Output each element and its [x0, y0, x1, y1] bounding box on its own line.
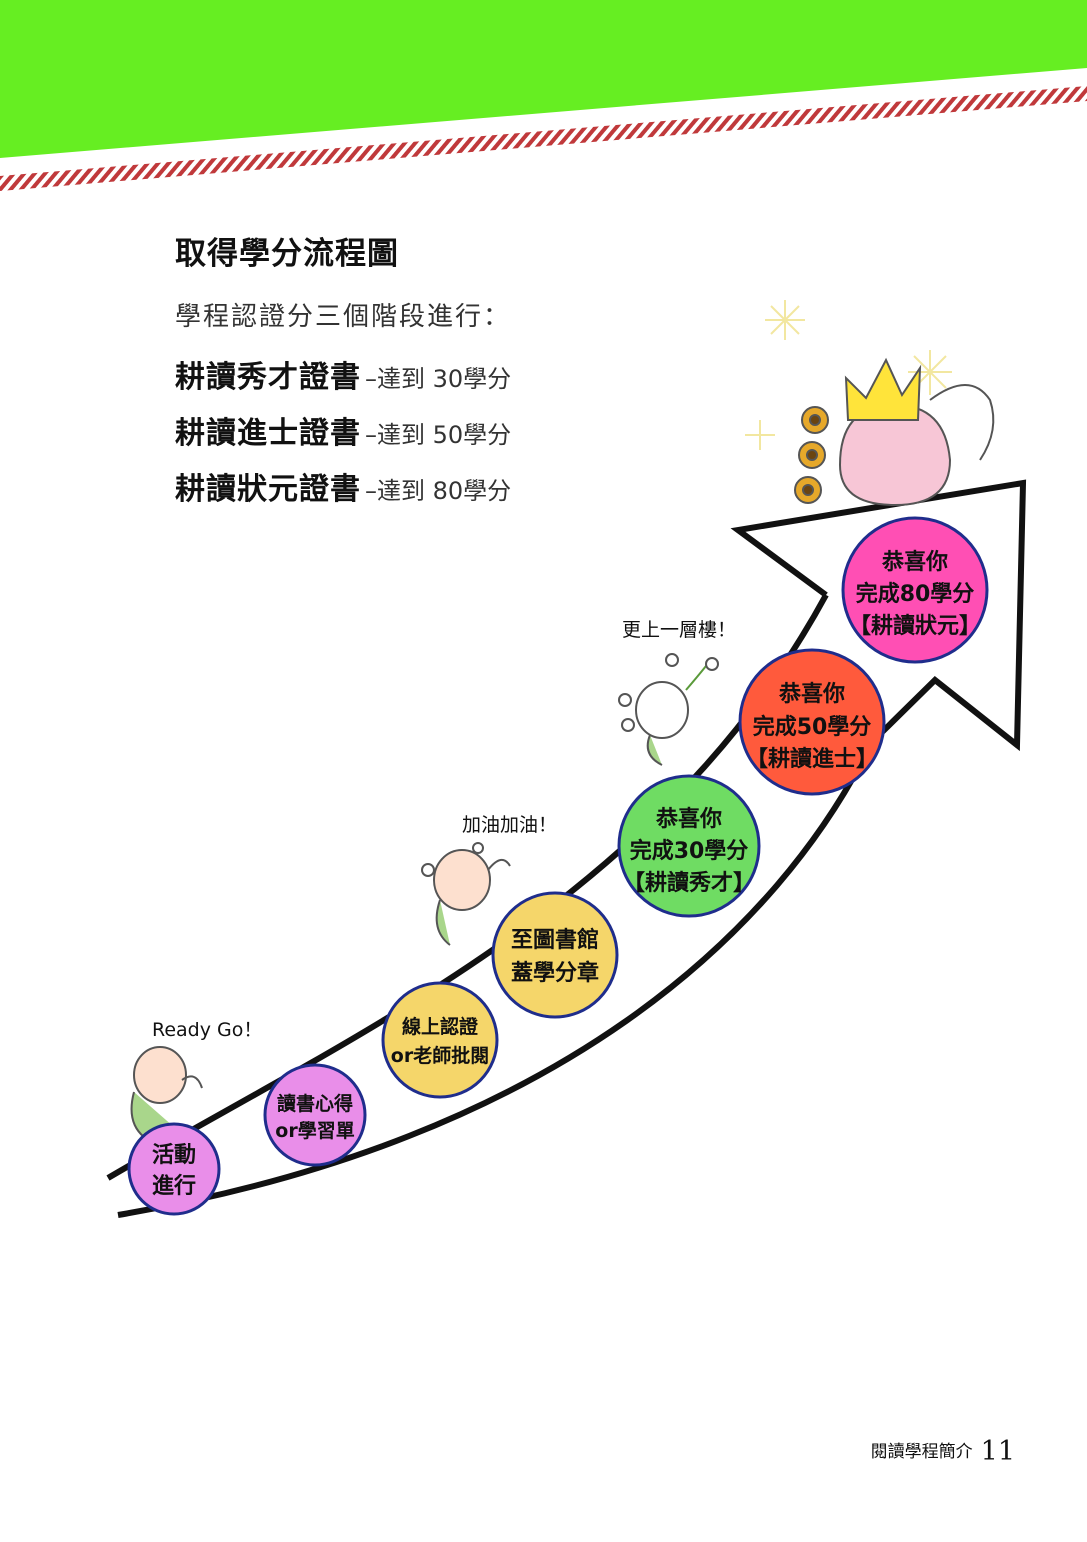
svg-text:恭喜你完成30學分【耕讀秀才】: 恭喜你完成30學分【耕讀秀才】	[623, 806, 755, 896]
arrow-lower-curve	[117, 740, 875, 1218]
cheer-keep-going: 加油加油！	[462, 814, 557, 836]
svg-text:恭喜你完成50學分【耕讀進士】: 恭喜你完成50學分【耕讀進士】	[746, 681, 878, 772]
step-line: 恭喜你	[881, 549, 948, 575]
cheer-level-up: 更上一層樓！	[622, 619, 736, 641]
figure-climb-illustration	[618, 653, 719, 766]
certificate-item: 耕讀秀才證書–達到 30學分	[175, 352, 511, 396]
page-footer: 閱讀學程簡介 11	[871, 1436, 1015, 1467]
certificate-item: 耕讀進士證書–達到 50學分	[175, 408, 511, 452]
step-line: 蓋學分章	[511, 960, 599, 986]
banner-green	[0, 0, 1087, 158]
step-library-stamp: 至圖書館蓋學分章	[491, 891, 619, 1019]
certificate-requirement: –達到 50學分	[365, 421, 512, 449]
certificate-name: 耕讀秀才證書	[175, 360, 361, 395]
crown-celebration-illustration	[794, 357, 995, 507]
banner-stripe	[0, 86, 1087, 191]
step-line: 恭喜你	[778, 681, 845, 707]
arrow-head	[730, 479, 1027, 752]
header-banner	[0, 0, 1087, 191]
crown-icon	[844, 357, 922, 421]
step-line: 【耕讀秀才】	[623, 870, 755, 896]
step-line: 線上認證	[402, 1015, 479, 1038]
step-30-credits: 恭喜你完成30學分【耕讀秀才】	[617, 774, 761, 918]
step-online-verify: 線上認證 or老師批閱	[381, 981, 499, 1099]
step-line: 完成80學分	[856, 581, 975, 607]
step-line: or學習單	[275, 1120, 354, 1142]
step-80-credits: 恭喜你完成80學分【耕讀狀元】	[841, 516, 989, 664]
step-line: 進行	[152, 1173, 196, 1199]
figure-cheer-illustration	[421, 842, 511, 946]
step-line: 完成50學分	[753, 714, 872, 740]
step-line: 至圖書館	[511, 927, 599, 953]
certificate-name: 耕讀狀元證書	[175, 472, 361, 507]
svg-text:恭喜你完成80學分【耕讀狀元】: 恭喜你完成80學分【耕讀狀元】	[849, 549, 981, 639]
page-number: 11	[980, 1436, 1015, 1467]
certificate-name: 耕讀進士證書	[175, 416, 361, 451]
step-line: 恭喜你	[655, 806, 722, 832]
page-title: 取得學分流程圖	[175, 236, 399, 272]
sparkle-decoration	[745, 300, 952, 450]
certificate-item: 耕讀狀元證書–達到 80學分	[175, 464, 511, 508]
step-line: 【耕讀狀元】	[849, 613, 981, 639]
step-line: 完成30學分	[630, 838, 749, 864]
step-50-credits: 恭喜你完成50學分【耕讀進士】	[738, 648, 886, 796]
svg-text:至圖書館蓋學分章: 至圖書館蓋學分章	[511, 927, 599, 986]
certificate-requirement: –達到 80學分	[365, 477, 512, 505]
step-line: or老師批閱	[391, 1044, 489, 1067]
step-line: 【耕讀進士】	[746, 746, 878, 772]
step-line: 活動	[152, 1143, 196, 1168]
certificate-requirement: –達到 30學分	[365, 365, 512, 393]
step-activity: 活動進行	[127, 1122, 221, 1216]
step-line: 讀書心得	[277, 1092, 353, 1115]
cheer-ready: Ready Go！	[152, 1019, 262, 1041]
step-reading-report: 讀書心得 or學習單	[263, 1063, 367, 1167]
svg-text:活動進行: 活動進行	[152, 1143, 196, 1199]
intro-text: 學程認證分三個階段進行：	[175, 302, 512, 332]
footer-label: 閱讀學程簡介	[870, 1442, 973, 1462]
